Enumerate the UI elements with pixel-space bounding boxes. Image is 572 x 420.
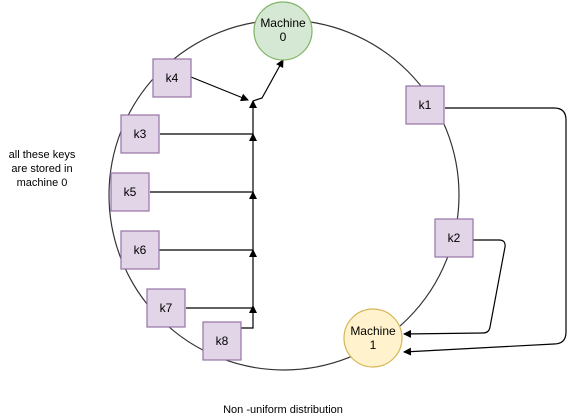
machine-0-label-line2: 0 (280, 30, 287, 44)
arrow-k3 (160, 100, 257, 135)
key-k4-box (152, 58, 192, 98)
key-k2-label: k2 (448, 231, 461, 245)
arrow-k7 (186, 249, 257, 309)
machine-1-circle (343, 308, 403, 368)
machine-0-node: Machine 0 (253, 1, 313, 61)
key-k8: k8 (202, 321, 242, 361)
arrow-k2 (403, 239, 506, 338)
arrow-k4 (190, 76, 249, 102)
machine-0-label-line1: Machine (260, 16, 306, 30)
annotation-line2: are stored in (11, 163, 72, 175)
key-k6-box (120, 230, 160, 270)
machine-1-connectors (403, 107, 567, 356)
arrow-k5 (150, 133, 257, 193)
key-k3-label: k3 (134, 127, 147, 141)
key-k6: k6 (120, 230, 160, 270)
arrow-bus-to-machine-0 (252, 59, 284, 102)
annotation-line1: all these keys (9, 149, 76, 161)
diagram-caption: Non -uniform distribution (223, 404, 343, 416)
key-k6-label: k6 (134, 243, 147, 257)
key-k3: k3 (120, 114, 160, 154)
key-k5-box (110, 172, 150, 212)
key-k7: k7 (146, 288, 186, 328)
arrow-k1 (403, 107, 567, 356)
annotation-line3: machine 0 (17, 177, 68, 189)
key-k3-box (120, 114, 160, 154)
key-k8-box (202, 321, 242, 361)
key-k7-box (146, 288, 186, 328)
key-k5: k5 (110, 172, 150, 212)
key-k2-box (434, 218, 474, 258)
key-k8-label: k8 (216, 334, 229, 348)
key-k4-label: k4 (166, 71, 179, 85)
key-k4: k4 (152, 58, 192, 98)
arrow-k8 (241, 305, 257, 329)
key-k1: k1 (405, 85, 445, 125)
machine-0-connectors (150, 59, 284, 329)
keys-annotation: all these keys are stored in machine 0 (9, 149, 76, 189)
machine-1-label-line2: 1 (370, 338, 377, 352)
key-k1-label: k1 (419, 98, 432, 112)
machine-1-node: Machine 1 (343, 308, 403, 368)
machine-0-circle (253, 1, 313, 61)
key-k5-label: k5 (124, 185, 137, 199)
machine-1-label-line1: Machine (350, 324, 396, 338)
key-k7-label: k7 (160, 301, 173, 315)
key-k2: k2 (434, 218, 474, 258)
key-k1-box (405, 85, 445, 125)
arrow-k6 (159, 191, 257, 251)
